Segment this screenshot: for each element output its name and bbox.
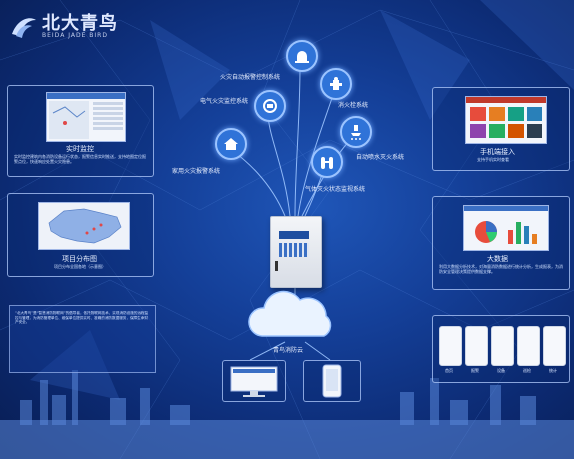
electrical-node — [254, 90, 286, 122]
phone-screen-2 — [465, 326, 488, 366]
dashboard-thumbnail — [464, 206, 548, 244]
project-map-title: 项目分布图 — [62, 255, 97, 263]
alarm-light-icon — [295, 51, 309, 63]
fire-alarm-label: 火灾自动报警控制系统 — [220, 74, 281, 81]
gas-label: 气体灭火状态监视系统 — [305, 186, 366, 193]
big-data-screenshot — [463, 205, 549, 251]
phone-screen-1 — [439, 326, 462, 366]
phone-label-3: 设备 — [497, 368, 505, 373]
home-icon — [224, 138, 238, 150]
china-map-screenshot — [38, 202, 130, 250]
company-description: “北大青鸟”是“智慧消防物联网”的倡导者，依托物联网技术，实现消防设施的远程监控… — [15, 311, 149, 325]
phone-screen-5 — [543, 326, 566, 366]
monitor-icon — [230, 366, 278, 397]
bird-logo-icon — [12, 18, 36, 38]
phone-label-2: 报警 — [471, 368, 479, 373]
fire-hydrant-icon — [330, 77, 342, 90]
app-grid-thumbnail — [466, 97, 546, 138]
big-data-title: 大数据 — [487, 255, 508, 263]
gas-node — [311, 146, 343, 178]
phone-screen-4 — [517, 326, 540, 366]
cloud-label: 青鸟消防云 — [273, 347, 304, 354]
brand-name-en: BEIDA JADE BIRD — [42, 32, 108, 39]
project-map-subtitle: 项目分布全国各地（示意图） — [54, 264, 106, 269]
phone-label-1: 首页 — [445, 368, 453, 373]
hydrant-node — [320, 68, 352, 100]
fire-control-panel-device — [270, 216, 322, 288]
panel-mobile-access: 手机端接入 支持手机实时查看 — [432, 87, 570, 171]
company-description-box: “北大青鸟”是“智慧消防物联网”的倡导者，依托物联网技术，实现消防设施的远程监控… — [9, 305, 156, 373]
brand-logo: 北大青鸟 BEIDA JADE BIRD — [10, 14, 118, 40]
realtime-monitoring-title: 实时监控 — [66, 145, 94, 153]
map-thumbnail — [47, 93, 125, 139]
hydrant-label: 消火栓系统 — [338, 102, 369, 109]
brand-name-cn: 北大青鸟 — [42, 13, 118, 34]
realtime-monitoring-desc: 实时监控建筑内各消防设备运行状态，报警信息实时推送，支持地图定位报警点位，快速响… — [14, 154, 146, 164]
sprinkler-label: 自动喷水灭火系统 — [356, 154, 405, 161]
panel-realtime-monitoring: 实时监控 实时监控建筑内各消防设备运行状态，报警信息实时推送，支持地图定位报警点… — [7, 85, 154, 177]
gas-cylinder-icon — [321, 157, 333, 169]
home-label: 家用火灾报警系统 — [172, 168, 221, 175]
cloud-icon — [248, 290, 332, 337]
panel-pc-terminal — [222, 360, 286, 402]
home-node — [215, 128, 247, 160]
phone-screen-3 — [491, 326, 514, 366]
electrical-label: 电气火灾监控系统 — [200, 98, 249, 105]
mobile-access-title: 手机端接入 — [480, 148, 515, 156]
panel-phone-screens: 首页 报警 设备 巡检 统计 — [432, 315, 570, 383]
fire-alarm-node — [286, 40, 318, 72]
big-data-desc: 利用大数据分析技术，对海量消防数据进行统计分析，生成报表，为消防安全管理决策提供… — [439, 264, 563, 274]
panel-big-data: 大数据 利用大数据分析技术，对海量消防数据进行统计分析，生成报表，为消防安全管理… — [432, 196, 570, 290]
sprinkler-node — [340, 116, 372, 148]
phone-label-5: 统计 — [549, 368, 557, 373]
sprinkler-icon — [351, 125, 361, 140]
panel-project-map: 项目分布图 项目分布全国各地（示意图） — [7, 193, 154, 277]
mobile-app-screenshot — [465, 96, 547, 144]
panel-mobile-terminal — [303, 360, 361, 402]
phone-label-4: 巡检 — [523, 368, 531, 373]
smartphone-icon — [322, 364, 342, 398]
china-map-thumbnail — [39, 203, 129, 249]
mobile-access-subtitle: 支持手机实时查看 — [477, 157, 509, 162]
monitoring-screenshot — [46, 92, 126, 142]
electric-meter-icon — [263, 99, 277, 113]
